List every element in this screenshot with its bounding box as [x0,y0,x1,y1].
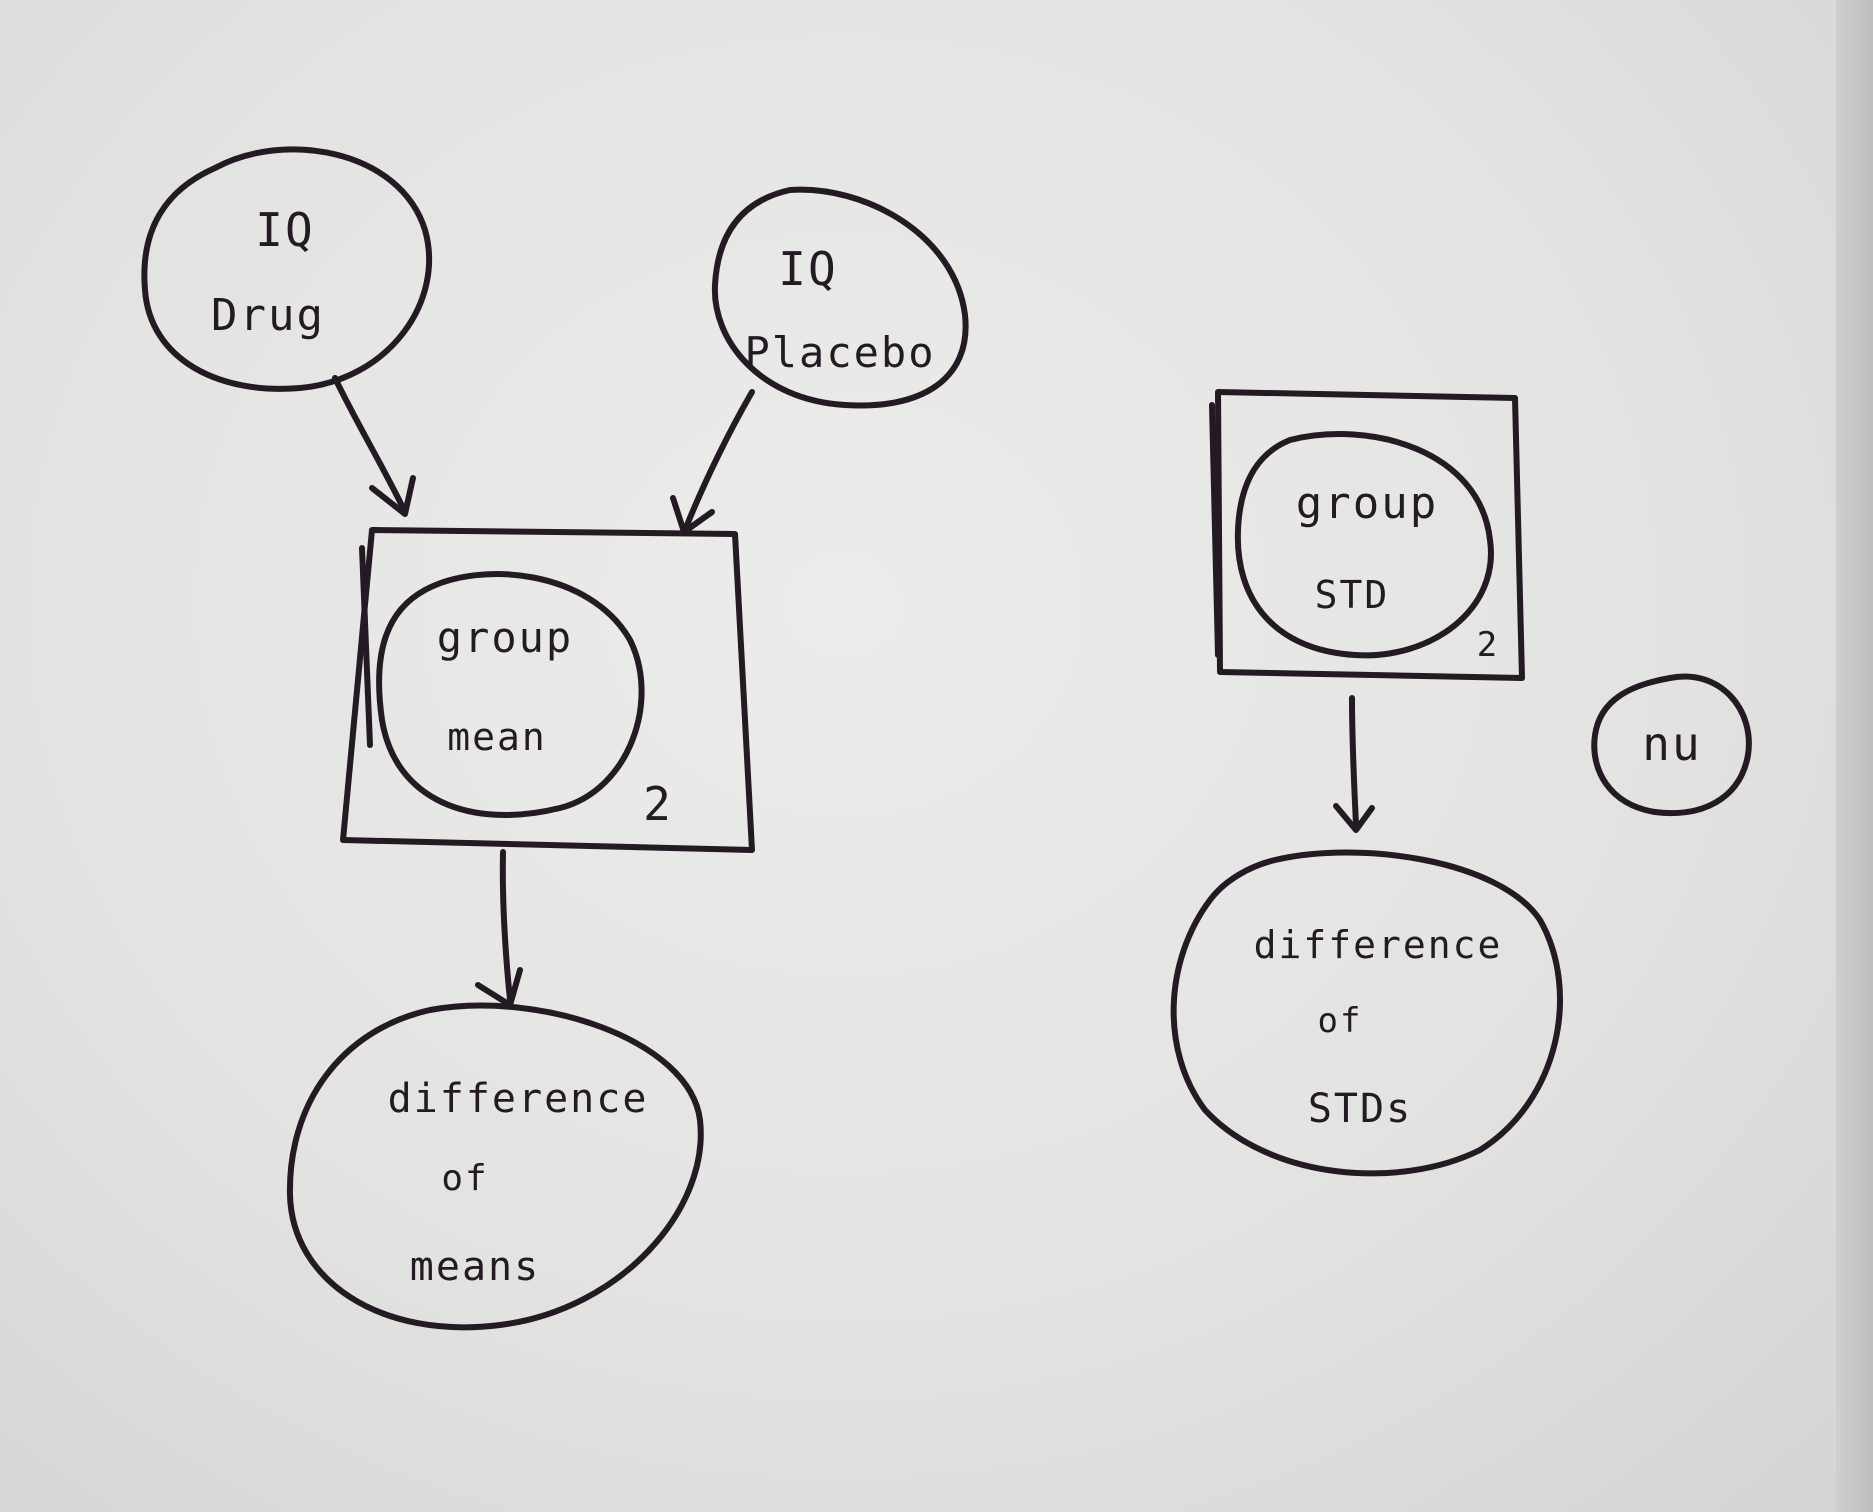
arrow-iq-placebo-to-group-mean [670,389,755,535]
node-iq-placebo: IQ Placebo [711,186,969,409]
node-nu: nu [1591,673,1752,816]
group-std-plate-count: 2 [1477,625,1499,665]
group-std-line1: group [1296,478,1438,529]
plate-group-std: group STD 2 [1209,389,1525,681]
group-mean-plate-count: 2 [643,777,673,831]
iq-placebo-line2: Placebo [744,328,935,377]
diff-stds-line2: of [1318,1001,1363,1041]
nu-label: nu [1642,717,1701,771]
group-mean-line1: group [437,613,573,662]
paper-edge [1836,0,1873,1512]
iq-drug-line2: Drug [211,290,325,341]
node-difference-of-stds: difference of STDs [1170,849,1563,1177]
node-difference-of-means: difference of means [286,1002,704,1331]
diff-means-line3: means [410,1244,540,1290]
group-std-line2: STD [1315,573,1390,617]
iq-drug-line1: IQ [255,203,314,257]
diff-means-line2: of [441,1158,488,1199]
plate-group-mean: group mean 2 [340,527,755,853]
arrow-iq-drug-to-group-mean [332,375,416,517]
arrow-group-std-to-diff-stds [1333,695,1375,833]
diff-stds-line3: STDs [1308,1086,1412,1132]
group-mean-line2: mean [447,715,547,759]
diff-means-line1: difference [388,1076,649,1122]
diff-stds-line1: difference [1254,923,1503,967]
node-iq-drug: IQ Drug [141,146,433,392]
arrow-group-mean-to-diff-means [475,849,523,1008]
iq-placebo-line1: IQ [778,242,837,296]
